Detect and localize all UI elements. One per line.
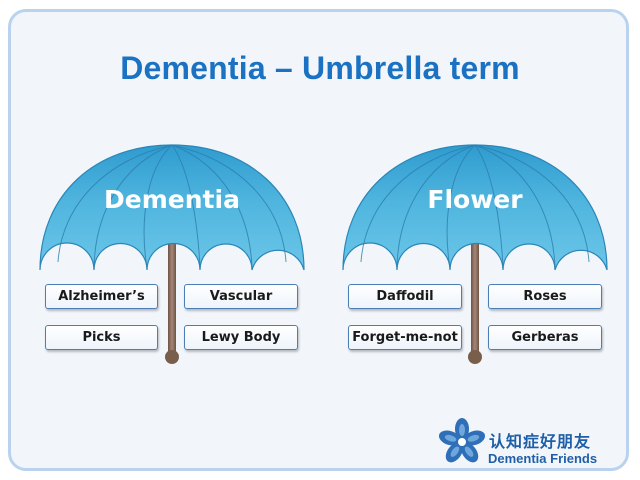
umbrella-flower xyxy=(342,144,608,364)
forget-me-not-logo-icon xyxy=(438,418,486,463)
umbrella-handle xyxy=(471,236,479,356)
logo-chinese-text: 认知症好朋友 xyxy=(489,432,592,451)
term-box: Gerberas xyxy=(488,325,602,350)
umbrella-dementia xyxy=(39,144,305,364)
umbrella-label-dementia: Dementia xyxy=(104,185,240,214)
term-box: Vascular xyxy=(184,284,298,309)
term-box: Roses xyxy=(488,284,602,309)
umbrella-handle-tip xyxy=(468,350,482,364)
term-box: Lewy Body xyxy=(184,325,298,350)
umbrella-handle xyxy=(168,236,176,356)
logo-english-text: Dementia Friends xyxy=(488,451,598,466)
term-box: Daffodil xyxy=(348,284,462,309)
umbrella-label-flower: Flower xyxy=(427,185,523,214)
term-box: Picks xyxy=(45,325,158,350)
slide-title: Dementia – Umbrella term xyxy=(120,50,520,86)
umbrella-handle-tip xyxy=(165,350,179,364)
term-box: Forget-me-not xyxy=(348,325,462,350)
term-box: Alzheimer’s xyxy=(45,284,158,309)
